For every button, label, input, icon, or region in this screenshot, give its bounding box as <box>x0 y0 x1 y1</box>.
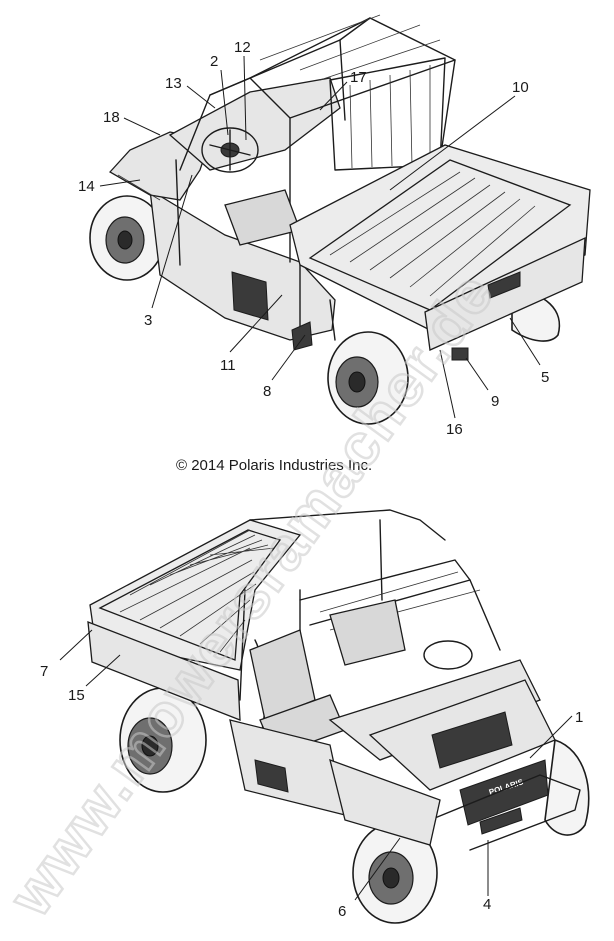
callout-12: 12 <box>234 39 251 56</box>
callout-2: 2 <box>210 53 218 70</box>
callout-1: 1 <box>575 709 583 726</box>
callout-5: 5 <box>541 369 549 386</box>
top-vehicle-illustration <box>89 14 591 425</box>
callout-14: 14 <box>78 178 95 195</box>
callout-11: 11 <box>220 357 236 374</box>
callout-18: 18 <box>103 109 120 126</box>
callout-4: 4 <box>483 896 491 913</box>
callout-10: 10 <box>512 79 529 96</box>
callout-9: 9 <box>491 393 499 410</box>
bottom-view-leader-lines <box>59 629 573 901</box>
callout-8: 8 <box>263 383 271 400</box>
callout-17: 17 <box>350 69 367 86</box>
callout-16: 16 <box>446 421 463 438</box>
callout-6: 6 <box>338 903 346 920</box>
callout-13: 13 <box>165 75 182 92</box>
callout-3: 3 <box>144 312 152 329</box>
bottom-vehicle-illustration: POLARIS <box>87 509 590 924</box>
callout-7: 7 <box>40 663 48 680</box>
copyright-notice: © 2014 Polaris Industries Inc. <box>176 457 372 474</box>
top-view-callouts: 2 12 13 17 18 10 14 3 11 8 5 9 16 <box>78 39 549 438</box>
bottom-view-callouts: 1 7 15 6 4 <box>40 663 583 920</box>
callout-15: 15 <box>68 687 85 704</box>
top-view-leader-lines <box>99 55 541 419</box>
